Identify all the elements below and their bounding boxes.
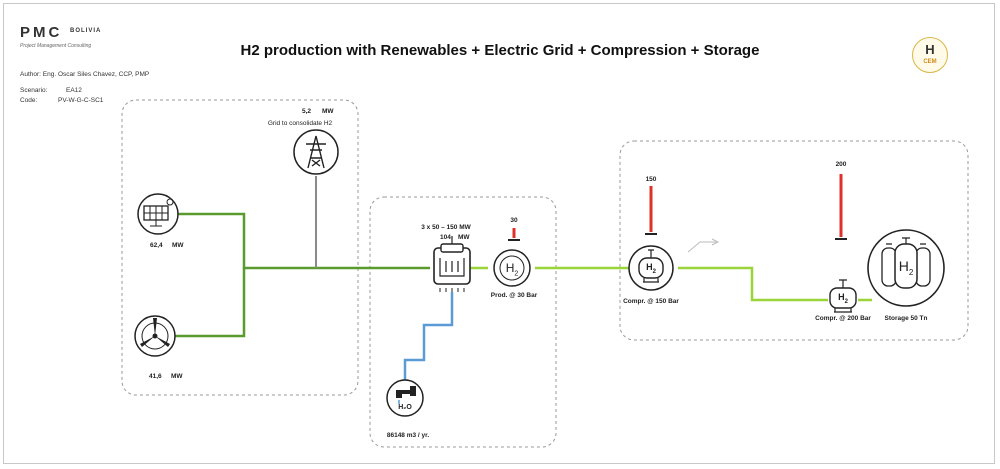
badge-h: H <box>925 42 935 57</box>
solar-value: 62,4 <box>150 242 163 249</box>
badge-sub: CEM <box>923 59 937 65</box>
h2-cem-badge: H CEM <box>912 37 948 73</box>
electrolyzer-value: 104 <box>440 234 451 241</box>
wind-unit: MW <box>171 373 183 380</box>
grid-tower-icon <box>293 129 339 175</box>
storage-label: Storage 50 Tn <box>884 315 928 322</box>
logo-tagline: Project Management Consulting <box>20 43 92 49</box>
comp200-pressure: 200 <box>835 161 847 168</box>
solar-line <box>178 212 430 270</box>
h2-production-icon <box>493 249 531 287</box>
prod-h2-symbol: H2 <box>505 261 519 278</box>
h2-storage-icon <box>867 229 945 307</box>
water-label: 86148 m3 / yr. <box>386 432 430 439</box>
code-value: PV-W-G-C-SC1 <box>58 97 104 104</box>
compressor-150-icon <box>628 245 674 291</box>
wind-value: 41,6 <box>149 373 162 380</box>
electrolyzer-icon <box>433 236 471 292</box>
water-tap-icon <box>386 379 424 417</box>
water-symbol: H₂O <box>398 404 412 411</box>
compression-storage-group <box>619 140 969 341</box>
generation-group <box>121 99 359 396</box>
pressure-150-indicator <box>645 186 657 235</box>
scenario-value: EA12 <box>66 87 82 94</box>
diagram-title: H2 production with Renewables + Electric… <box>240 42 760 59</box>
comp150-pressure: 150 <box>645 176 657 183</box>
logo-sub: BOLIVIA <box>70 28 102 34</box>
wind-line <box>175 268 246 338</box>
prod-label: Prod. @ 30 Bar <box>490 292 538 299</box>
diagram-frame <box>3 3 995 464</box>
code-label: Code: <box>20 97 38 104</box>
pressure-200-indicator <box>835 174 847 240</box>
grid-value: 5,2 <box>302 108 312 115</box>
electrolyzer-unit: MW <box>458 234 470 241</box>
production-group <box>369 196 557 448</box>
compressor-200-icon <box>829 279 857 313</box>
comp200-label: Compr. @ 200 Bar <box>815 315 871 322</box>
vent-arrow <box>687 241 716 253</box>
wind-turbine-icon <box>134 315 176 357</box>
comp150-comp200-line <box>678 266 828 302</box>
storage-h2-symbol: H2 <box>898 258 914 277</box>
pressure-30-indicator <box>508 228 520 241</box>
electrolyzer-spec: 3 x 50 – 150 MW <box>421 224 471 231</box>
grid-label: Grid to consolidate H2 <box>267 120 333 127</box>
solar-unit: MW <box>172 242 184 249</box>
logo-text: PMC <box>20 24 63 41</box>
author-text: Author: Eng. Oscar Siles Chavez, CCP, PM… <box>20 71 150 78</box>
scenario-label: Scenario: <box>20 87 48 94</box>
prod-pressure: 30 <box>510 217 518 224</box>
water-line <box>403 292 454 385</box>
comp150-label: Compr. @ 150 Bar <box>623 298 679 305</box>
comp150-h2-symbol: H2 <box>646 262 656 275</box>
pmc-logo: PMC BOLIVIA Project Management Consultin… <box>20 24 130 52</box>
grid-unit: MW <box>322 108 334 115</box>
solar-panel-icon <box>137 193 179 235</box>
comp200-h2-symbol: H2 <box>838 292 848 305</box>
